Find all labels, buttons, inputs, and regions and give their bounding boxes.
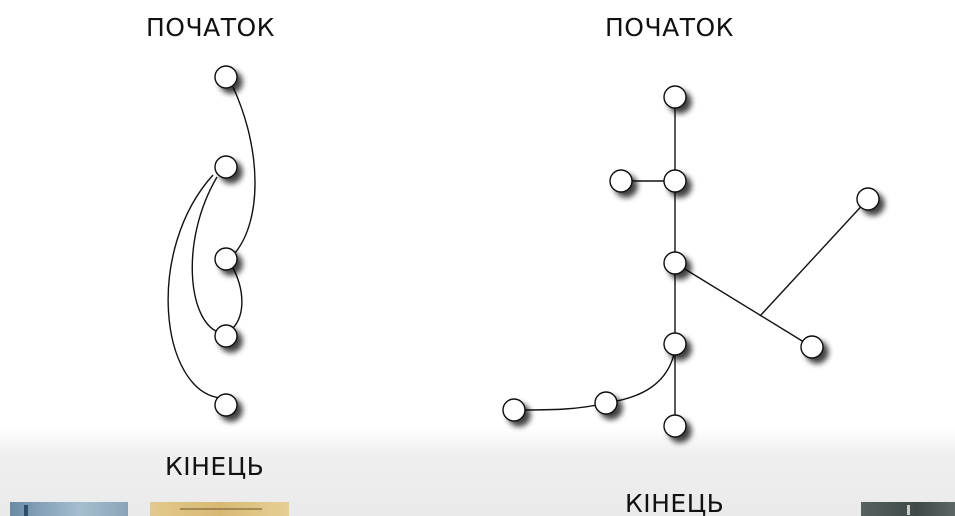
left-node-3 — [214, 247, 238, 271]
right-node-right — [800, 335, 824, 359]
left-node-5 — [214, 393, 238, 417]
left-diagram-nodes — [214, 65, 238, 417]
left-edge-node2-to-node4 — [191, 176, 219, 333]
right-node-spine-2 — [663, 169, 687, 193]
right-node-top — [663, 85, 687, 109]
left-node-2 — [214, 155, 238, 179]
thumbnail-left[interactable] — [10, 502, 128, 516]
right-node-spine-3 — [663, 251, 687, 275]
left-edge-node3-to-node4 — [231, 265, 243, 329]
right-start-label: ПОЧАТОК — [605, 13, 734, 42]
left-start-label: ПОЧАТОК — [146, 13, 275, 42]
bottom-fade-band — [0, 428, 955, 516]
left-diagram-edges — [167, 86, 256, 399]
right-node-bottom — [663, 414, 687, 438]
left-edge-start-to-mid — [232, 86, 256, 254]
right-node-spine-4 — [663, 332, 687, 356]
right-edge-diagonal-to-node — [674, 262, 813, 348]
right-edge-diagonal-to-top-right — [759, 198, 869, 317]
right-node-bottom-mid — [594, 391, 618, 415]
thumbnail-middle-text-line — [180, 508, 262, 510]
right-diagram-edges — [515, 97, 869, 426]
right-edge-bottom-left-link — [515, 402, 607, 411]
left-node-1 — [214, 65, 238, 89]
right-node-side-left — [609, 169, 633, 193]
left-node-4 — [214, 324, 238, 348]
thumbnail-right[interactable] — [861, 502, 955, 516]
right-node-top-right — [856, 187, 880, 211]
left-end-label: КІНЕЦЬ — [165, 452, 265, 481]
left-edge-node2-to-node5-outer — [167, 174, 221, 399]
right-edge-curve-to-bottom-left — [605, 349, 676, 404]
right-node-bottom-left — [502, 398, 526, 422]
thumbnail-right-figure — [907, 505, 910, 515]
right-end-label: КІНЕЦЬ — [625, 489, 725, 516]
thumbnail-left-figure — [24, 505, 28, 516]
thumbnail-middle[interactable] — [150, 502, 289, 516]
right-diagram-nodes — [502, 85, 880, 438]
